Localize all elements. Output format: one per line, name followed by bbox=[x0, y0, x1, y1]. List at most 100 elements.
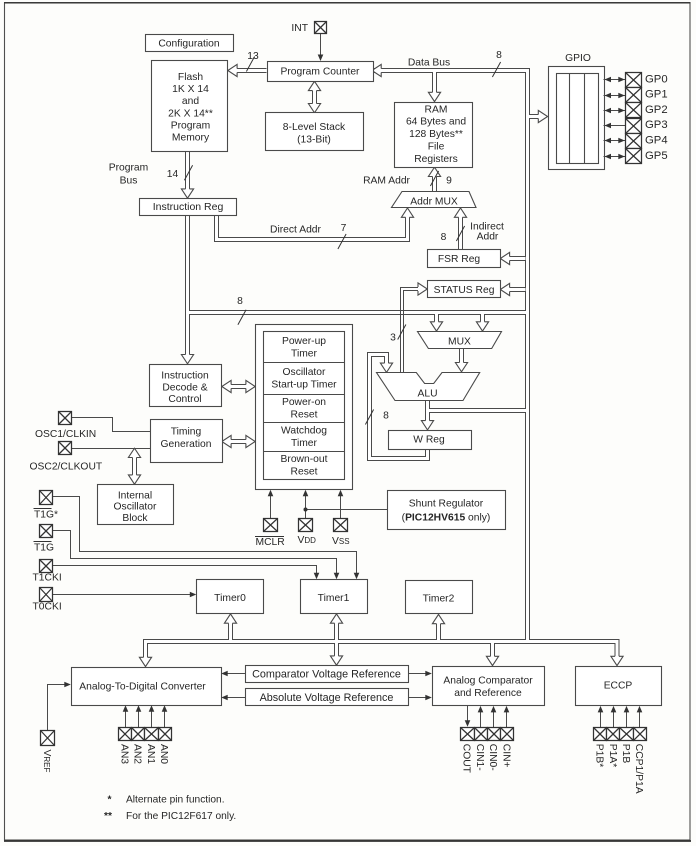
svg-text:T1G*: T1G* bbox=[34, 510, 58, 521]
svg-text:13: 13 bbox=[247, 51, 259, 62]
svg-text:Generation: Generation bbox=[161, 439, 212, 450]
svg-text:9: 9 bbox=[446, 176, 452, 187]
svg-text:Oscillator: Oscillator bbox=[283, 367, 326, 378]
svg-text:AN0: AN0 bbox=[158, 744, 169, 764]
svg-text:Addr: Addr bbox=[477, 232, 499, 243]
svg-text:CCP1/P1A: CCP1/P1A bbox=[633, 744, 644, 794]
svg-text:Timing: Timing bbox=[171, 427, 202, 438]
svg-text:STATUS Reg: STATUS Reg bbox=[434, 285, 495, 296]
svg-text:128 Bytes**: 128 Bytes** bbox=[409, 129, 463, 140]
svg-text:Start-up Timer: Start-up Timer bbox=[271, 380, 337, 391]
svg-text:Instruction Reg: Instruction Reg bbox=[153, 201, 224, 213]
svg-text:Reset: Reset bbox=[291, 410, 318, 421]
svg-text:2K X 14**: 2K X 14** bbox=[168, 108, 213, 119]
svg-text:T1G: T1G bbox=[34, 543, 54, 554]
svg-text:Analog Comparator: Analog Comparator bbox=[443, 676, 533, 687]
svg-text:GP0: GP0 bbox=[645, 73, 668, 85]
svg-text:Timer1: Timer1 bbox=[318, 593, 350, 604]
svg-text:GPIO: GPIO bbox=[565, 53, 591, 64]
svg-text:Timer: Timer bbox=[291, 438, 317, 449]
svg-text:T0CKI: T0CKI bbox=[33, 602, 62, 613]
svg-text:8: 8 bbox=[496, 50, 502, 61]
svg-text:Internal: Internal bbox=[118, 491, 152, 502]
svg-text:Configuration: Configuration bbox=[158, 38, 220, 49]
svg-text:P1A*: P1A* bbox=[607, 744, 618, 767]
svg-text:*: * bbox=[108, 795, 112, 806]
svg-text:Absolute Voltage Reference: Absolute Voltage Reference bbox=[260, 692, 394, 704]
svg-text:Control: Control bbox=[168, 394, 201, 405]
svg-text:8-Level Stack: 8-Level Stack bbox=[283, 122, 346, 133]
svg-text:3: 3 bbox=[390, 333, 396, 344]
svg-text:Watchdog: Watchdog bbox=[281, 426, 327, 437]
svg-text:Reset: Reset bbox=[291, 467, 318, 478]
svg-text:and Reference: and Reference bbox=[454, 688, 522, 699]
svg-text:Power-on: Power-on bbox=[282, 397, 326, 408]
svg-text:For the PIC12F617 only.: For the PIC12F617 only. bbox=[126, 811, 236, 822]
svg-text:GP1: GP1 bbox=[645, 89, 668, 101]
svg-text:Data Bus: Data Bus bbox=[408, 58, 450, 69]
svg-text:Program Counter: Program Counter bbox=[281, 67, 361, 78]
svg-text:7: 7 bbox=[341, 223, 347, 234]
svg-text:Power-up: Power-up bbox=[282, 336, 326, 347]
svg-text:**: ** bbox=[104, 811, 112, 822]
svg-text:W Reg: W Reg bbox=[413, 435, 445, 446]
svg-text:AN2: AN2 bbox=[132, 744, 143, 764]
svg-text:Bus: Bus bbox=[120, 176, 138, 187]
svg-text:ECCP: ECCP bbox=[604, 681, 633, 692]
svg-text:OSC1/CLKIN: OSC1/CLKIN bbox=[35, 429, 96, 440]
svg-text:Shunt Regulator: Shunt Regulator bbox=[409, 499, 484, 510]
svg-text:MUX: MUX bbox=[448, 336, 471, 347]
svg-text:Analog-To-Digital Converter: Analog-To-Digital Converter bbox=[79, 682, 206, 693]
svg-text:INT: INT bbox=[291, 23, 308, 34]
svg-text:AN3: AN3 bbox=[119, 744, 130, 764]
svg-text:Registers: Registers bbox=[414, 154, 458, 165]
svg-text:Indirect: Indirect bbox=[470, 222, 504, 233]
svg-text:and: and bbox=[182, 96, 199, 107]
svg-text:AN1: AN1 bbox=[145, 744, 156, 764]
svg-text:File: File bbox=[428, 142, 445, 153]
svg-text:COUT: COUT bbox=[461, 744, 472, 774]
svg-text:OSC2/CLKOUT: OSC2/CLKOUT bbox=[30, 462, 103, 473]
svg-text:GP4: GP4 bbox=[645, 135, 668, 147]
svg-text:Timer0: Timer0 bbox=[214, 593, 246, 604]
svg-text:Program: Program bbox=[171, 120, 210, 131]
svg-text:Timer: Timer bbox=[291, 349, 317, 360]
svg-text:Decode &: Decode & bbox=[162, 382, 207, 393]
svg-text:Memory: Memory bbox=[172, 133, 210, 144]
svg-text:Comparator Voltage Reference: Comparator Voltage Reference bbox=[252, 668, 401, 680]
svg-text:14: 14 bbox=[167, 169, 179, 180]
svg-text:RAM: RAM bbox=[425, 104, 448, 115]
svg-text:GP2: GP2 bbox=[645, 104, 668, 116]
svg-text:8: 8 bbox=[383, 411, 389, 422]
svg-text:Instruction: Instruction bbox=[161, 371, 209, 382]
svg-text:FSR Reg: FSR Reg bbox=[438, 254, 481, 265]
svg-text:MCLR: MCLR bbox=[256, 537, 285, 548]
svg-text:Addr MUX: Addr MUX bbox=[410, 196, 458, 207]
svg-text:RAM Addr: RAM Addr bbox=[363, 176, 410, 187]
svg-text:CIN0-: CIN0- bbox=[487, 744, 498, 771]
svg-text:VDD: VDD bbox=[298, 535, 317, 546]
svg-text:CIN+: CIN+ bbox=[500, 744, 511, 768]
svg-text:Alternate pin function.: Alternate pin function. bbox=[126, 795, 225, 806]
svg-text:(13-Bit): (13-Bit) bbox=[297, 135, 331, 146]
svg-text:Direct Addr: Direct Addr bbox=[270, 225, 322, 236]
svg-text:T1CKI: T1CKI bbox=[33, 573, 62, 584]
svg-text:ALU: ALU bbox=[417, 388, 437, 399]
svg-text:Block: Block bbox=[122, 513, 148, 524]
svg-text:P1B*: P1B* bbox=[594, 744, 605, 767]
svg-text:Oscillator: Oscillator bbox=[114, 502, 157, 513]
svg-text:Program: Program bbox=[109, 163, 148, 174]
svg-text:8: 8 bbox=[441, 232, 447, 243]
svg-text:8: 8 bbox=[237, 296, 243, 307]
svg-text:GP5: GP5 bbox=[645, 150, 668, 162]
svg-text:Flash: Flash bbox=[178, 72, 203, 83]
svg-text:64 Bytes and: 64 Bytes and bbox=[406, 117, 466, 128]
svg-text:GP3: GP3 bbox=[645, 119, 668, 131]
svg-text:1K X 14: 1K X 14 bbox=[172, 84, 209, 95]
svg-text:Timer2: Timer2 bbox=[423, 594, 455, 605]
svg-text:Brown-out: Brown-out bbox=[281, 454, 328, 465]
svg-text:CIN1-: CIN1- bbox=[474, 744, 485, 771]
svg-text:(PIC12HV615 only): (PIC12HV615 only) bbox=[402, 513, 491, 524]
svg-text:P1B: P1B bbox=[620, 744, 631, 764]
svg-text:VREF: VREF bbox=[41, 750, 52, 773]
